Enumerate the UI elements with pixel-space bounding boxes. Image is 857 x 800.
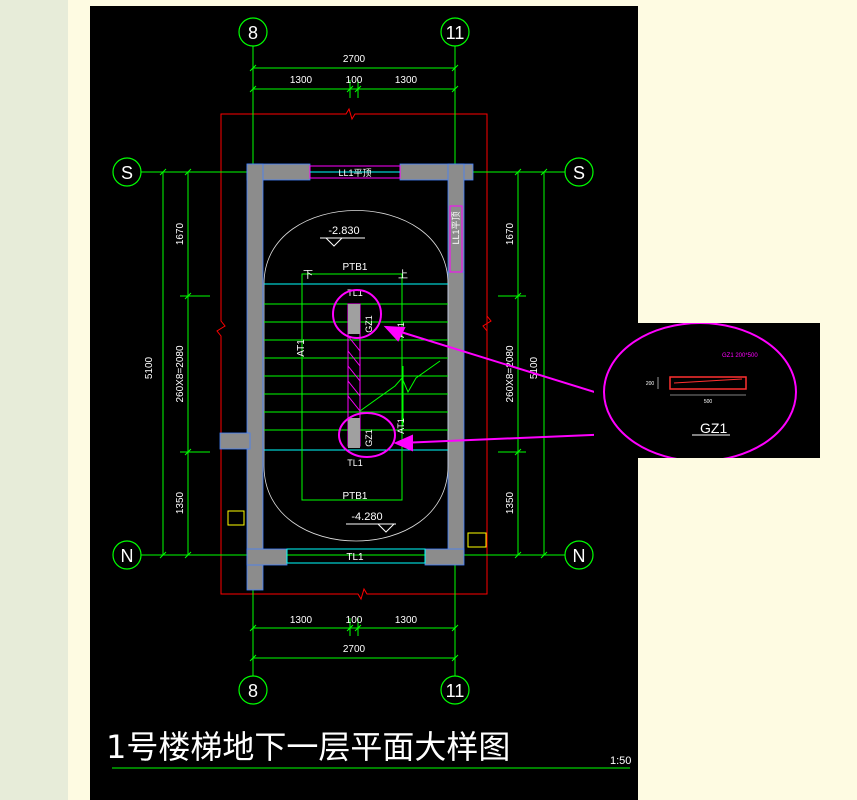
left-panel	[0, 0, 68, 800]
dim-right-total: 5100	[529, 356, 540, 379]
dim-left-total: 5100	[144, 356, 155, 379]
drawing-scale: 1:50	[610, 755, 631, 767]
highlight-gz-top	[332, 289, 382, 339]
tl-bottom-label: TL1	[346, 552, 364, 563]
elevation-bottom-label: -4.280	[351, 511, 382, 523]
axis-label: 11	[446, 681, 465, 701]
inset-highlight	[603, 322, 797, 462]
inset-dim-h: 500	[704, 399, 713, 405]
axis-label: N	[573, 546, 586, 566]
axis-bubble-s-right: S	[564, 157, 594, 187]
dim-total-bottom: 2700	[343, 644, 366, 655]
inset-note: GZ1 200*500	[722, 353, 758, 359]
lintel-top: LL1平顶	[309, 165, 401, 179]
up-label: 上	[398, 269, 408, 281]
at1-left-label: AT1	[296, 339, 307, 357]
yellow-mark	[227, 510, 245, 526]
dim-mid-top: 100	[346, 75, 363, 86]
page-margin	[68, 0, 90, 800]
dimension-top	[249, 64, 459, 98]
axis-bubble-s-left: S	[112, 157, 142, 187]
lintel-side-label: LL1平顶	[451, 211, 461, 244]
dim-total-top: 2700	[343, 54, 366, 65]
axis-bubble-n-right: N	[564, 540, 594, 570]
dim-left-top: 1300	[290, 75, 313, 86]
outer-break-outline	[216, 107, 492, 601]
dim-right-bottom: 1350	[505, 491, 516, 514]
at1-right-bottom-label: AT1	[396, 418, 406, 434]
elevation-top-label: -2.830	[328, 225, 359, 237]
axis-bubble-8-bottom: 8	[238, 675, 268, 705]
axis-label: 8	[248, 23, 258, 43]
lintel-top-label: LL1平顶	[338, 168, 371, 178]
axis-label: S	[121, 163, 133, 183]
inset-column-section	[669, 376, 747, 390]
inset-callout: GZ1	[700, 420, 727, 436]
dim-left-bottom: 1300	[290, 615, 313, 626]
dim-right-mid: 260X8=2080	[505, 345, 516, 402]
axis-label: 11	[446, 23, 465, 43]
highlight-gz-bottom	[338, 412, 396, 458]
elevation-marker-top: -2.830	[320, 225, 365, 247]
callout-arrows	[383, 325, 638, 452]
dim-right-top: 1670	[505, 222, 516, 245]
tl-top-label: TL1	[347, 288, 363, 298]
axis-label: S	[573, 163, 585, 183]
dimension-bottom	[249, 618, 459, 662]
lintel-bottom	[286, 548, 426, 564]
gz-bottom-label: GZ1	[364, 429, 374, 447]
landing-outline	[263, 210, 449, 542]
dim-left-bottom: 1350	[175, 491, 186, 514]
tl-mid-label: TL1	[347, 458, 363, 468]
down-label: 下	[303, 270, 313, 281]
stair-break-line	[359, 360, 441, 412]
inset-detail: GZ1 200*500 500 200 GZ1	[594, 322, 820, 462]
drawing-title: 1号楼梯地下一层平面大样图	[106, 728, 510, 766]
axis-bubble-11-top: 11	[440, 17, 470, 47]
dimension-right	[498, 168, 548, 559]
dim-right-bottom: 1300	[395, 615, 418, 626]
axis-bubble-n-left: N	[112, 540, 142, 570]
cad-drawing[interactable]: 8 11 8 11 S S N N 2700 1300 100 1300	[90, 6, 638, 800]
axis-label: 8	[248, 681, 258, 701]
axis-bubble-11-bottom: 11	[440, 675, 470, 705]
ptb-top-label: PTB1	[342, 262, 367, 273]
ptb-bottom-label: PTB1	[342, 491, 367, 502]
axis-bubble-8-top: 8	[238, 17, 268, 47]
inset-dim-v: 200	[646, 381, 655, 387]
gz-top-label: GZ1	[364, 315, 374, 333]
dim-mid-bottom: 100	[346, 615, 363, 626]
lintel-side: LL1平顶	[449, 205, 463, 273]
yellow-mark	[467, 532, 487, 548]
stair-well	[301, 273, 403, 501]
dim-left-mid: 260X8=2080	[175, 345, 186, 402]
dim-left-top: 1670	[175, 222, 186, 245]
axis-label: N	[121, 546, 134, 566]
elevation-marker-bottom: -4.280	[346, 511, 396, 533]
dimension-left	[159, 168, 210, 559]
walls	[219, 163, 474, 591]
dim-right-top: 1300	[395, 75, 418, 86]
